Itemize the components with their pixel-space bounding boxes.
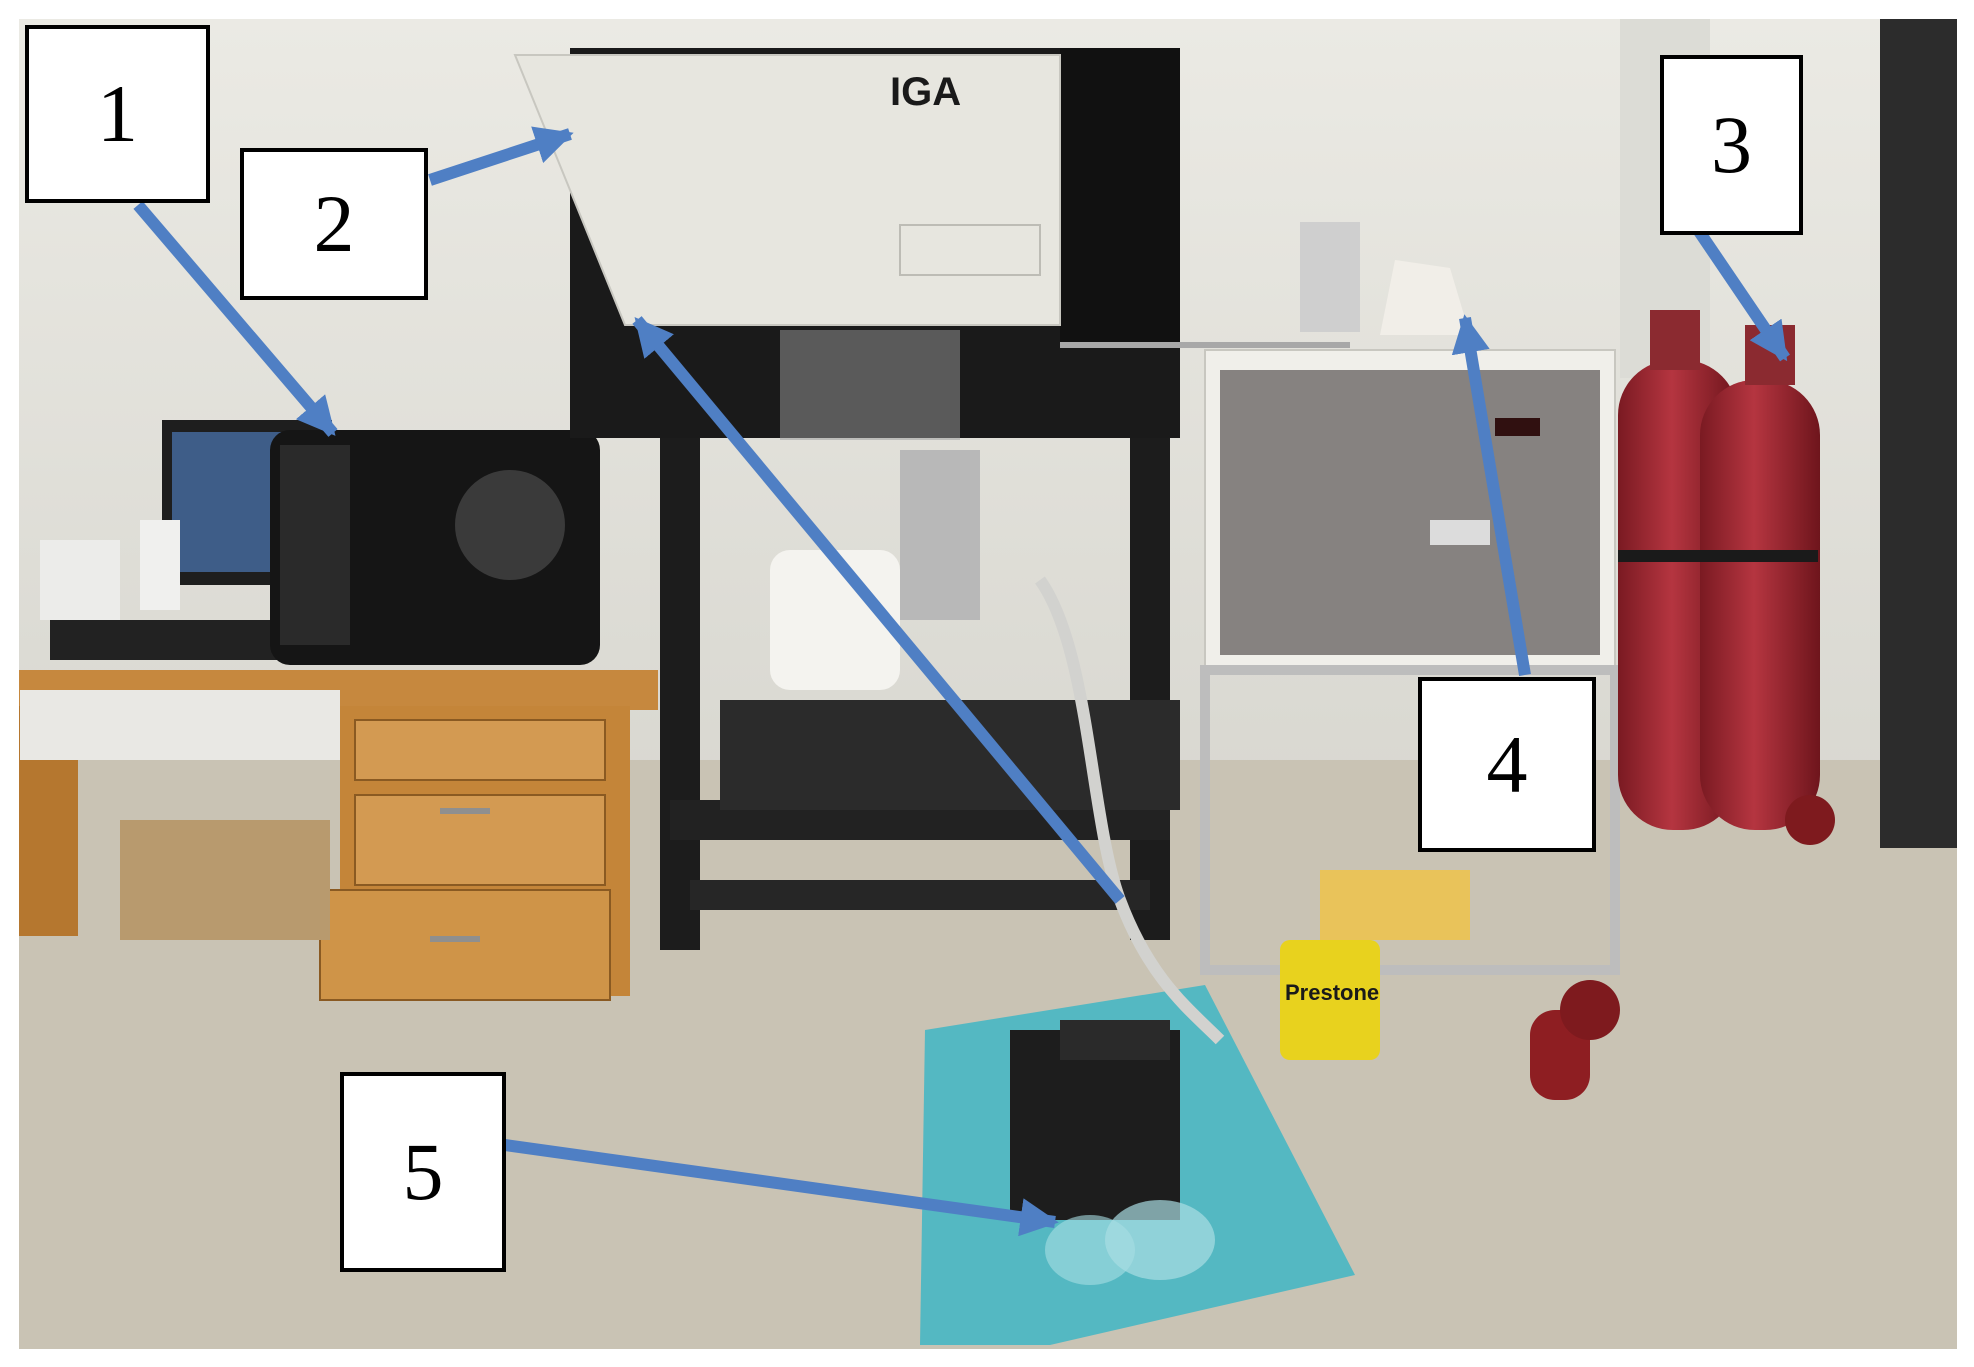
callout-2: 2 (240, 148, 428, 300)
right-dark-wall (1880, 18, 1958, 848)
arrow-2b (632, 316, 1125, 904)
computer (40, 420, 600, 665)
desk (18, 670, 658, 1001)
callout-3: 3 (1660, 55, 1803, 235)
analyzer-iga: IGA (513, 54, 1061, 326)
floor-items: Prestone (1280, 795, 1835, 1100)
control-unit (1200, 222, 1620, 975)
callout-1: 1 (25, 25, 210, 203)
coolant-label: Prestone (1285, 980, 1379, 1005)
gas-cylinders (1618, 310, 1820, 830)
analyzer-brand-label: IGA (890, 70, 961, 114)
arrow-3 (1685, 214, 1790, 362)
water-bath (920, 985, 1355, 1345)
photo-frame (17, 17, 1959, 1351)
arrow-4 (1451, 314, 1531, 676)
arrow-1 (133, 201, 338, 437)
callout-4: 4 (1418, 677, 1596, 852)
arrow-5 (504, 1139, 1059, 1237)
tubing (1035, 576, 1225, 1045)
callout-5: 5 (340, 1072, 506, 1272)
arrow-2 (428, 126, 574, 186)
